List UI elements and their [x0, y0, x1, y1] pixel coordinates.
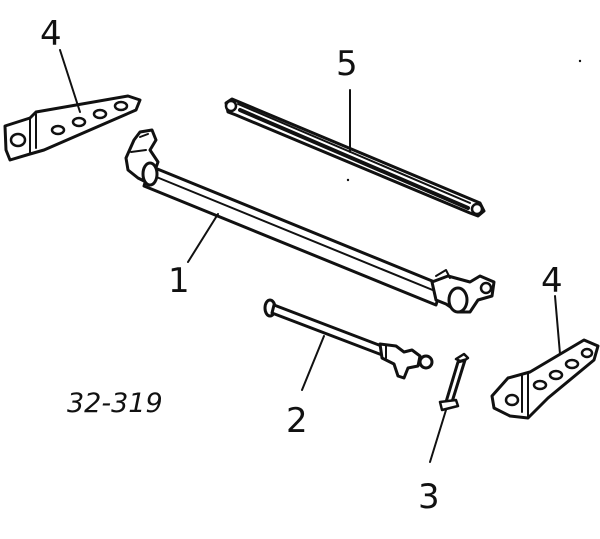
bracket-right	[490, 338, 600, 420]
callout-3: 3	[418, 477, 440, 517]
leader-lines	[59, 49, 561, 463]
callout-5: 5	[336, 44, 358, 84]
scan-dot	[346, 178, 350, 182]
long-bolt	[263, 298, 434, 380]
leader-line-1	[187, 213, 219, 263]
leader-line-3	[429, 409, 447, 463]
strut-rod	[224, 97, 486, 218]
callout-2: 2	[286, 401, 308, 441]
figure-code: 32-319	[67, 388, 163, 419]
leader-line-4-right	[554, 295, 561, 355]
leader-line-2	[301, 335, 325, 391]
pin	[438, 352, 470, 412]
scan-dot	[578, 59, 582, 63]
axle-tube	[124, 128, 496, 314]
callout-4-right: 4	[541, 261, 563, 301]
bracket-left	[3, 94, 142, 162]
leader-line-4-left	[59, 49, 81, 113]
callout-4-left: 4	[40, 14, 62, 54]
callout-1: 1	[168, 261, 190, 301]
